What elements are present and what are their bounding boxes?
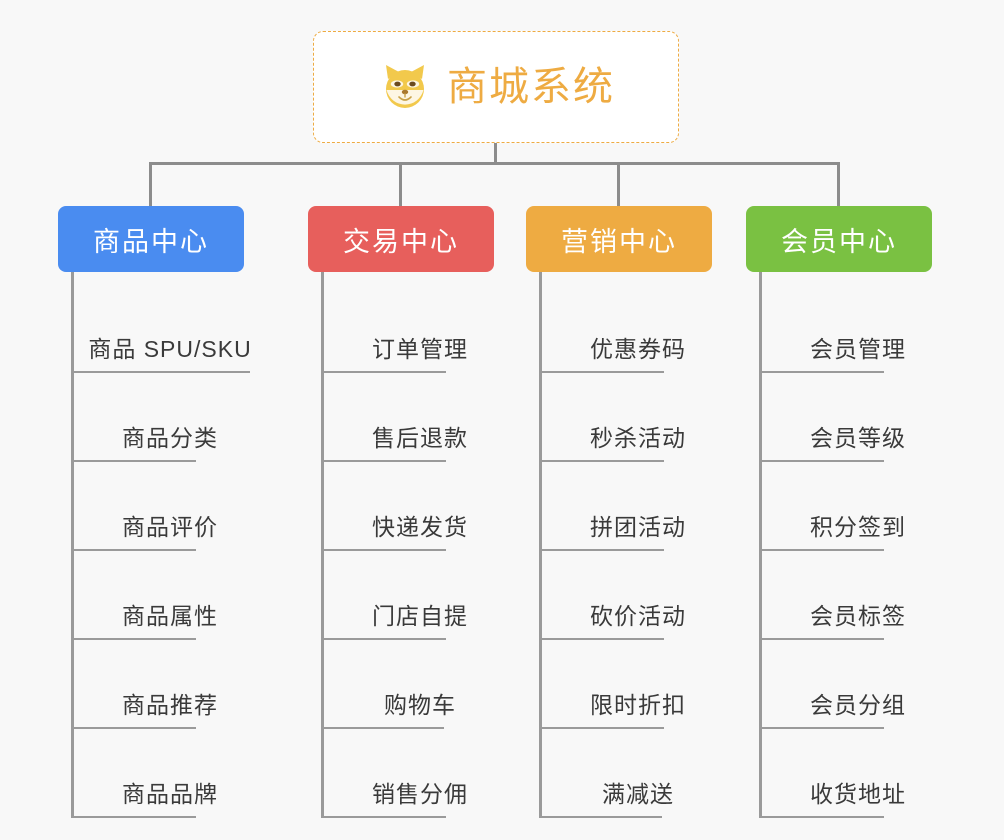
leaf-item-label: 售后退款	[372, 425, 468, 451]
leaf-item-label: 商品分类	[122, 425, 218, 451]
leaf-item-label: 商品属性	[122, 603, 218, 629]
connector-root-stem	[494, 143, 497, 164]
connector-drop-trade-center	[399, 162, 402, 208]
leaf-item-underline	[324, 816, 446, 818]
leaf-item-label: 销售分佣	[372, 781, 468, 807]
leaf-item-label: 收货地址	[810, 781, 906, 807]
leaf-item-underline	[324, 638, 446, 640]
leaf-item-label: 积分签到	[810, 514, 906, 540]
leaf-item[interactable]: 快递发货	[324, 462, 494, 551]
branch-trade-center: 交易中心 订单管理售后退款快递发货门店自提购物车销售分佣	[308, 206, 494, 818]
leaf-item-underline	[762, 371, 884, 373]
connector-horizontal-bus	[150, 162, 840, 165]
leaf-item-label: 拼团活动	[590, 514, 686, 540]
leaf-item-underline	[324, 549, 446, 551]
leaf-item[interactable]: 商品分类	[74, 373, 244, 462]
leaf-item-label: 会员管理	[810, 336, 906, 362]
leaf-item-label: 优惠券码	[590, 336, 686, 362]
leaf-item-label: 秒杀活动	[590, 425, 686, 451]
leaf-item[interactable]: 会员标签	[762, 551, 932, 640]
branch-header-marketing-center[interactable]: 营销中心	[526, 206, 712, 272]
leaf-item[interactable]: 秒杀活动	[542, 373, 712, 462]
leaf-item[interactable]: 商品品牌	[74, 729, 244, 818]
branch-header-trade-center[interactable]: 交易中心	[308, 206, 494, 272]
leaf-item-underline	[762, 460, 884, 462]
leaf-item[interactable]: 优惠券码	[542, 284, 712, 373]
leaf-item[interactable]: 拼团活动	[542, 462, 712, 551]
leaf-item-underline	[74, 460, 196, 462]
root-node[interactable]: 商城系统	[313, 31, 679, 143]
branch-header-product-center[interactable]: 商品中心	[58, 206, 244, 272]
leaf-item[interactable]: 满减送	[542, 729, 712, 818]
leaf-item-underline	[324, 460, 446, 462]
leaf-item-label: 满减送	[602, 781, 674, 807]
branch-member-center: 会员中心 会员管理会员等级积分签到会员标签会员分组收货地址	[746, 206, 932, 818]
leaf-item-underline	[74, 816, 196, 818]
leaf-item[interactable]: 收货地址	[762, 729, 932, 818]
leaf-item-underline	[542, 460, 664, 462]
leaf-item-label: 限时折扣	[590, 692, 686, 718]
leaf-item[interactable]: 商品推荐	[74, 640, 244, 729]
connector-drop-member-center	[837, 162, 840, 208]
leaf-item-underline	[74, 638, 196, 640]
leaf-item-underline	[542, 638, 664, 640]
leaf-item[interactable]: 会员分组	[762, 640, 932, 729]
leaf-item-label: 快递发货	[372, 514, 468, 540]
branch-product-center: 商品中心 商品 SPU/SKU 商品分类商品评价商品属性商品推荐商品品牌	[58, 206, 251, 818]
leaf-item[interactable]: 会员管理	[762, 284, 932, 373]
leaf-item[interactable]: 会员等级	[762, 373, 932, 462]
leaf-item-underline	[74, 371, 250, 373]
leaf-list-product-center: 商品 SPU/SKU 商品分类商品评价商品属性商品推荐商品品牌	[71, 272, 251, 818]
connector-drop-product-center	[149, 162, 152, 208]
leaf-item-label: 会员分组	[810, 692, 906, 718]
leaf-item-underline	[542, 549, 664, 551]
leaf-item-label: 门店自提	[372, 603, 468, 629]
connector-drop-marketing-center	[617, 162, 620, 208]
leaf-item-label: 会员等级	[810, 425, 906, 451]
leaf-item-underline	[762, 549, 884, 551]
leaf-item-label: 商品评价	[122, 514, 218, 540]
leaf-item-underline	[324, 371, 446, 373]
leaf-item[interactable]: 砍价活动	[542, 551, 712, 640]
leaf-item-label: 购物车	[384, 692, 456, 718]
leaf-item[interactable]: 购物车	[324, 640, 494, 729]
leaf-item-label: 商品 SPU/SKU	[88, 336, 252, 362]
root-title: 商城系统	[447, 65, 615, 109]
leaf-item-underline	[324, 727, 444, 729]
leaf-item-label: 订单管理	[372, 336, 468, 362]
leaf-item[interactable]: 商品 SPU/SKU	[74, 284, 251, 373]
branch-marketing-center: 营销中心 优惠券码秒杀活动拼团活动砍价活动限时折扣满减送	[526, 206, 712, 818]
leaf-list-member-center: 会员管理会员等级积分签到会员标签会员分组收货地址	[759, 272, 932, 818]
leaf-item-label: 商品推荐	[122, 692, 218, 718]
leaf-item[interactable]: 门店自提	[324, 551, 494, 640]
leaf-item-underline	[542, 371, 664, 373]
leaf-item[interactable]: 商品属性	[74, 551, 244, 640]
leaf-item[interactable]: 积分签到	[762, 462, 932, 551]
leaf-item-label: 商品品牌	[122, 781, 218, 807]
leaf-item-label: 会员标签	[810, 603, 906, 629]
leaf-item-underline	[762, 816, 884, 818]
leaf-item[interactable]: 限时折扣	[542, 640, 712, 729]
leaf-item[interactable]: 销售分佣	[324, 729, 494, 818]
leaf-item-underline	[542, 816, 662, 818]
leaf-item-underline	[74, 727, 196, 729]
leaf-item-underline	[542, 727, 664, 729]
branch-header-member-center[interactable]: 会员中心	[746, 206, 932, 272]
shiba-dog-face-icon	[377, 59, 433, 115]
leaf-item[interactable]: 商品评价	[74, 462, 244, 551]
leaf-item[interactable]: 订单管理	[324, 284, 494, 373]
leaf-item-underline	[762, 727, 884, 729]
leaf-item-underline	[74, 549, 196, 551]
leaf-list-marketing-center: 优惠券码秒杀活动拼团活动砍价活动限时折扣满减送	[539, 272, 712, 818]
leaf-item-underline	[762, 638, 884, 640]
leaf-item-label: 砍价活动	[590, 603, 686, 629]
leaf-list-trade-center: 订单管理售后退款快递发货门店自提购物车销售分佣	[321, 272, 494, 818]
leaf-item[interactable]: 售后退款	[324, 373, 494, 462]
